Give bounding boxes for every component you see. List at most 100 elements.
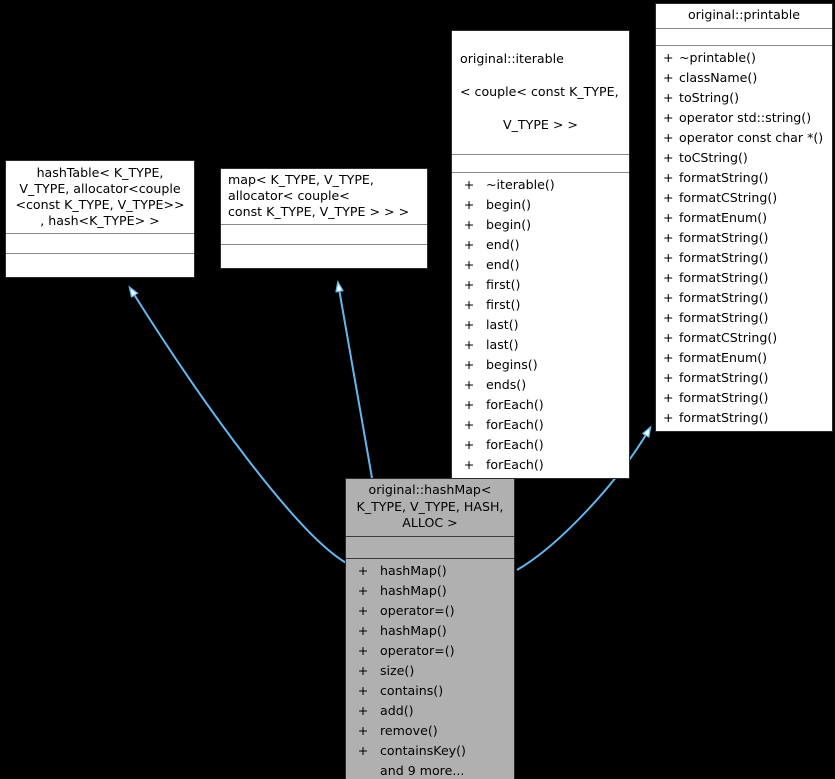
class-node-iterable[interactable]: original::iterable < couple< const K_TYP… [451, 30, 630, 479]
member-visibility: + [357, 742, 369, 758]
member-visibility: + [357, 662, 369, 678]
member-visibility: + [357, 702, 369, 718]
class-member: +formatString() [656, 408, 832, 428]
class-member: + className() [656, 68, 832, 88]
member-name: size() [380, 662, 415, 678]
member-name: formatString() [679, 309, 769, 325]
member-name: last() [486, 316, 519, 332]
class-member: +toCString() [656, 148, 832, 168]
class-operations-iterable: +~iterable()+begin()+begin()+end()+end()… [452, 173, 629, 478]
class-member: + operator const char *() [656, 128, 832, 148]
member-more-label: and 9 more... [380, 762, 465, 778]
class-attributes-hashtable [6, 234, 194, 254]
class-member: + begin() [452, 215, 629, 235]
member-visibility: + [463, 256, 475, 272]
member-name: formatString() [679, 169, 769, 185]
class-member: +contains() [346, 681, 514, 701]
member-visibility: + [663, 369, 674, 385]
class-member: +forEach() [452, 455, 629, 475]
member-visibility: + [663, 129, 674, 145]
class-title-hashmap: original::hashMap< K_TYPE, V_TYPE, HASH,… [346, 479, 514, 537]
member-visibility: + [463, 396, 475, 412]
member-name: formatString() [679, 369, 769, 385]
class-member: + toString() [656, 88, 832, 108]
member-visibility: + [463, 356, 475, 372]
class-title-map: map< K_TYPE, V_TYPE, allocator< couple< … [221, 169, 427, 225]
member-name: containsKey() [380, 742, 466, 758]
member-visibility: + [663, 229, 674, 245]
class-member: + containsKey() [346, 741, 514, 761]
member-visibility: + [663, 89, 674, 105]
member-name: formatString() [679, 269, 769, 285]
member-name: forEach() [486, 436, 544, 452]
class-member: +first() [452, 275, 629, 295]
member-name: begins() [486, 356, 538, 372]
member-name: formatString() [679, 229, 769, 245]
member-name: hashMap() [380, 562, 447, 578]
class-attributes-printable [656, 29, 832, 46]
class-member: + forEach() [452, 395, 629, 415]
member-visibility: + [463, 376, 475, 392]
class-node-hashmap[interactable]: original::hashMap< K_TYPE, V_TYPE, HASH,… [345, 478, 515, 779]
member-visibility: + [663, 289, 674, 305]
member-visibility: + [663, 329, 674, 345]
class-node-printable[interactable]: original::printable +~printable()+classN… [655, 3, 833, 432]
class-node-map[interactable]: map< K_TYPE, V_TYPE, allocator< couple< … [220, 168, 428, 269]
member-name: toCString() [679, 149, 748, 165]
class-member: +forEach() [452, 435, 629, 455]
member-visibility: + [663, 349, 674, 365]
member-name: className() [679, 69, 758, 85]
member-visibility: + [357, 622, 369, 638]
member-visibility: + [463, 336, 475, 352]
member-name: operator const char *() [679, 129, 824, 145]
class-member: +operator=() [346, 601, 514, 621]
member-name: toString() [679, 89, 740, 105]
class-member: + formatCString() [656, 328, 832, 348]
class-node-hashtable[interactable]: hashTable< K_TYPE, V_TYPE, allocator<cou… [5, 160, 195, 278]
class-member: +first() [452, 295, 629, 315]
edge-hashmap-to-map [338, 283, 373, 479]
class-member: +operator std::string() [656, 108, 832, 128]
class-member: +formatEnum() [656, 348, 832, 368]
class-member: +formatString() [656, 268, 832, 288]
member-name: hashMap() [380, 622, 447, 638]
class-member: + formatString() [656, 308, 832, 328]
member-name: forEach() [486, 396, 544, 412]
member-visibility: + [663, 189, 674, 205]
member-name: formatCString() [679, 329, 778, 345]
member-name: ends() [486, 376, 527, 392]
edge-hashmap-to-hashtable [130, 288, 351, 566]
member-name: begin() [486, 196, 532, 212]
class-member: +end() [452, 255, 629, 275]
class-member: + ends() [452, 375, 629, 395]
member-name: add() [380, 702, 414, 718]
class-title-printable: original::printable [656, 4, 832, 29]
class-member: +formatString() [656, 248, 832, 268]
member-visibility: + [463, 216, 475, 232]
member-name: first() [486, 276, 521, 292]
class-member: +last() [452, 335, 629, 355]
member-visibility: + [357, 562, 369, 578]
member-name: forEach() [486, 456, 544, 472]
member-visibility: + [357, 682, 369, 698]
member-visibility: + [357, 722, 369, 738]
class-member: +formatString() [656, 288, 832, 308]
class-member: + size() [346, 661, 514, 681]
class-member: +remove() [346, 721, 514, 741]
class-member: + hashMap() [346, 621, 514, 641]
class-member: + formatString() [656, 228, 832, 248]
class-member: +formatEnum() [656, 208, 832, 228]
class-member: +begin() [452, 195, 629, 215]
class-operations-printable: +~printable()+className()+toString()+ope… [656, 46, 832, 431]
member-name: begin() [486, 216, 532, 232]
class-member: +operator=() [346, 641, 514, 661]
member-visibility: + [663, 109, 674, 125]
member-visibility: + [357, 602, 369, 618]
class-member: +~iterable() [452, 175, 629, 195]
class-title-iterable-line2: < couple< const K_TYPE, [460, 83, 619, 99]
class-title-iterable-line3: V_TYPE > > [503, 116, 578, 132]
class-member-more: and 9 more... [346, 761, 514, 779]
member-visibility: + [663, 309, 674, 325]
member-visibility: + [663, 69, 674, 85]
